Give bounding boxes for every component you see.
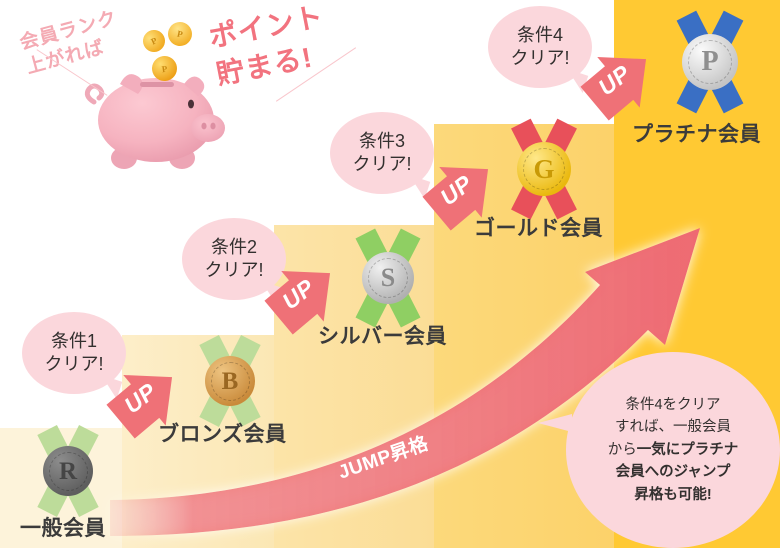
up-arrow-1: UP [106,366,184,439]
condition-4-line2: クリア! [510,48,570,68]
medal-letter-general: R [58,457,78,485]
condition-3-line2: クリア! [352,154,412,174]
medal-gold: G [517,142,571,196]
callout-line-5: 昇格も可能! [634,486,712,503]
condition-1-line2: クリア! [44,354,104,374]
callout-line-3-plain: から [607,441,637,458]
coin-2: P [165,19,195,49]
medal-platinum: P [682,34,738,90]
medal-silver: S [362,252,414,304]
callout-line-1: 条件4をクリア [625,396,721,413]
condition-4-line1: 条件4 [516,24,563,45]
medal-group-bronze: B [184,335,276,427]
headline-right-text: ポイント 貯まる! [206,0,327,90]
medal-bronze: B [205,356,255,406]
medal-group-general: R [22,425,114,517]
callout-line-2: すれば、一般会員 [615,419,731,436]
condition-1-line1: 条件1 [50,330,97,351]
condition-bubble-3: 条件3 クリア! [330,112,434,199]
info-callout: 条件4をクリア すれば、一般会員 から一気にプラチナ 会員へのジャンプ 昇格も可… [538,352,780,548]
medal-general: R [43,446,93,496]
condition-3-line1: 条件3 [358,130,405,151]
medal-letter-platinum: P [701,46,719,77]
callout-line-3-bold: 一気にプラチナ [636,441,739,458]
medal-group-silver: S [340,228,436,328]
up-arrow-2: UP [264,262,342,335]
coin-1: P [139,26,169,56]
medal-letter-silver: S [380,263,396,292]
medal-letter-gold: G [533,153,555,184]
condition-bubble-1: 条件1 クリア! [22,312,126,399]
medal-group-gold: G [494,118,594,220]
piggy-bank-illustration [84,74,225,169]
step-label-general: 一般会員 [20,517,106,540]
medal-letter-bronze: B [221,367,239,395]
up-arrow-3: UP [422,158,500,231]
callout-line-3: から一気にプラチナ [608,439,739,461]
condition-2-line2: クリア! [204,260,264,280]
condition-bubble-4: 条件4 クリア! [488,6,592,93]
condition-2-line1: 条件2 [210,236,257,257]
callout-line-4: 会員へのジャンプ [615,464,731,481]
step-label-platinum: プラチナ会員 [632,123,761,146]
callout-tail [538,414,572,432]
up-arrow-4: UP [580,48,658,121]
medal-group-platinum: P [660,10,760,114]
